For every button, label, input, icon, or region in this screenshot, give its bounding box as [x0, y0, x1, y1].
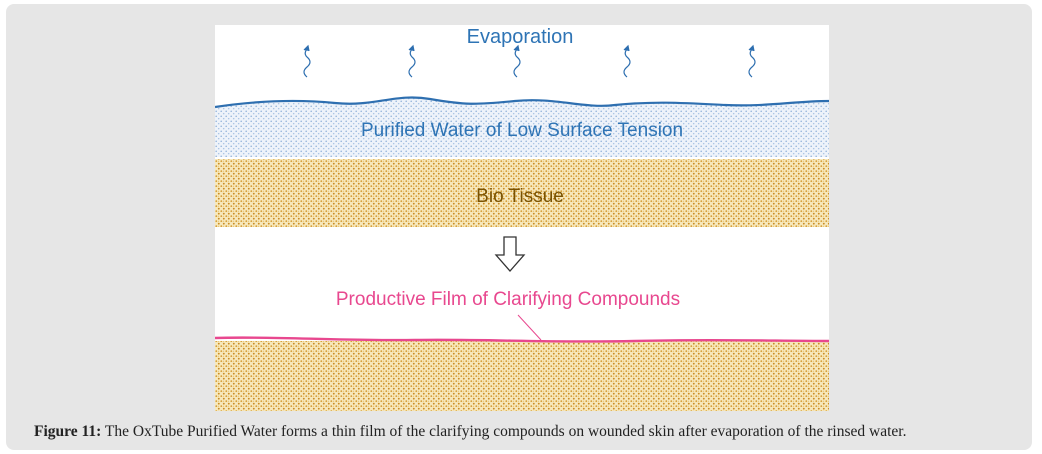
- film-pointer-line: [517, 314, 542, 341]
- figure-caption: Figure 11: The OxTube Purified Water for…: [34, 423, 1034, 441]
- vapor-arrows: [303, 44, 756, 78]
- figure-panel: Evaporation Purified Water of Low Surfac…: [6, 4, 1032, 450]
- film-line: [215, 336, 829, 343]
- water-layer-label: Purified Water of Low Surface Tension: [361, 120, 683, 141]
- vapor-arrow: [748, 44, 756, 78]
- water-layer: [215, 97, 829, 157]
- down-arrow-icon: [494, 236, 526, 272]
- vapor-arrow: [623, 44, 631, 78]
- water-surface-line: [215, 96, 829, 109]
- caption-label: Figure 11:: [34, 423, 102, 440]
- evaporation-label: Evaporation: [467, 26, 574, 48]
- vapor-arrow: [303, 44, 311, 78]
- caption-text: The OxTube Purified Water forms a thin f…: [101, 423, 907, 440]
- tissue-layer-top: [215, 159, 829, 227]
- vapor-arrow: [408, 44, 416, 78]
- diagram-svg: Evaporation Purified Water of Low Surfac…: [215, 26, 829, 411]
- diagram-area: Evaporation Purified Water of Low Surfac…: [215, 25, 829, 411]
- tissue-label: Bio Tissue: [476, 186, 564, 207]
- film-label: Productive Film of Clarifying Compounds: [336, 289, 680, 310]
- vapor-arrow: [513, 44, 521, 78]
- tissue-layer-bottom: [215, 341, 829, 411]
